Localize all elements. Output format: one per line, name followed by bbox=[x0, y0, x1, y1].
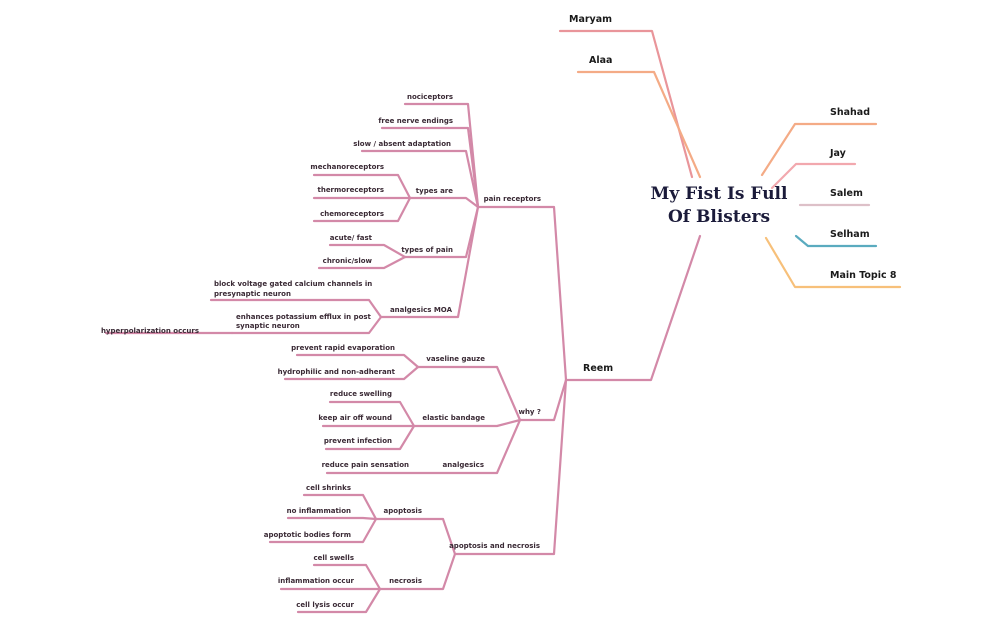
topic-apoptosis-and-necrosis[interactable]: apoptosis and necrosis bbox=[449, 542, 540, 550]
topic-potassium-efflux-line-2: synaptic neuron bbox=[236, 322, 300, 330]
main-topic-reem[interactable]: Reem bbox=[583, 363, 613, 374]
topic-pain-receptors[interactable]: pain receptors bbox=[484, 195, 541, 203]
connector-free-nerve-endings bbox=[380, 126, 480, 209]
connector-analgesics bbox=[325, 418, 522, 475]
connector-slow-adaptation bbox=[360, 149, 480, 209]
topic-analgesics-moa[interactable]: analgesics MOA bbox=[390, 306, 453, 314]
connector-analgesics-moa bbox=[379, 205, 480, 319]
connector-alaa bbox=[576, 70, 702, 179]
connector-apoptosis bbox=[374, 517, 457, 556]
topic-free-nerve-endings[interactable]: free nerve endings bbox=[378, 117, 453, 125]
topic-cell-lysis-occur[interactable]: cell lysis occur bbox=[296, 601, 354, 609]
topic-potassium-efflux-line-1: enhances potassium efflux in post bbox=[236, 313, 372, 321]
topic-potassium-efflux[interactable]: enhances potassium efflux in post synapt… bbox=[236, 313, 372, 330]
connector-vaseline-gauze bbox=[416, 365, 522, 422]
topic-prevent-rapid-evaporation[interactable]: prevent rapid evaporation bbox=[291, 344, 395, 352]
connector-acute-fast bbox=[328, 243, 407, 259]
topic-reduce-pain-sensation[interactable]: reduce pain sensation bbox=[322, 461, 409, 469]
main-topic-jay[interactable]: Jay bbox=[829, 148, 847, 159]
topic-chemoreceptors[interactable]: chemoreceptors bbox=[320, 210, 384, 218]
connector-lines bbox=[104, 29, 902, 614]
topic-no-inflammation[interactable]: no inflammation bbox=[287, 507, 351, 515]
topic-apoptotic-bodies-form[interactable]: apoptotic bodies form bbox=[264, 531, 351, 539]
topic-prevent-infection[interactable]: prevent infection bbox=[324, 437, 392, 445]
connector-potassium-efflux bbox=[230, 315, 383, 335]
connector-cell-shrinks bbox=[302, 493, 378, 521]
main-topic-selham[interactable]: Selham bbox=[830, 229, 870, 240]
connector-mechanoreceptors bbox=[312, 173, 412, 200]
connector-why bbox=[518, 378, 568, 422]
topic-hyperpolarization[interactable]: hyperpolarization occurs bbox=[101, 327, 199, 335]
topic-elastic-bandage[interactable]: elastic bandage bbox=[422, 414, 485, 422]
topic-reduce-swelling[interactable]: reduce swelling bbox=[330, 390, 392, 398]
topic-types-of-pain[interactable]: types of pain bbox=[401, 246, 453, 254]
connector-elastic-bandage bbox=[412, 418, 522, 428]
topic-necrosis[interactable]: necrosis bbox=[389, 577, 422, 585]
central-topic-line-1: My Fist Is Full bbox=[651, 184, 789, 204]
topic-analgesics[interactable]: analgesics bbox=[443, 461, 484, 469]
connector-shahad bbox=[760, 122, 878, 177]
connector-types-are bbox=[408, 196, 480, 209]
connector-chemoreceptors bbox=[312, 196, 412, 223]
connector-reduce-swelling bbox=[328, 400, 416, 428]
connector-cell-lysis bbox=[296, 587, 382, 614]
connector-reem bbox=[564, 234, 702, 382]
topic-acute-fast[interactable]: acute/ fast bbox=[330, 234, 373, 242]
connector-jay bbox=[770, 162, 857, 190]
topic-nociceptors[interactable]: nociceptors bbox=[407, 93, 453, 101]
topic-cell-swells[interactable]: cell swells bbox=[314, 554, 354, 562]
analgesics-moa-detail-labels: block voltage gated calcium channels in … bbox=[214, 280, 372, 330]
main-topic-main-topic-8[interactable]: Main Topic 8 bbox=[830, 270, 897, 281]
topic-cell-shrinks[interactable]: cell shrinks bbox=[306, 484, 351, 492]
connector-apoptotic-bodies bbox=[268, 517, 378, 544]
connector-hydrophilic bbox=[283, 365, 420, 381]
topic-apoptosis[interactable]: apoptosis bbox=[384, 507, 422, 515]
main-topic-labels: Maryam Alaa Shahad Jay Salem Selham Main… bbox=[569, 14, 897, 374]
topic-thermoreceptors[interactable]: thermoreceptors bbox=[317, 186, 384, 194]
central-topic[interactable]: My Fist Is Full Of Blisters bbox=[651, 184, 789, 227]
topic-slow-absent-adaptation[interactable]: slow / absent adaptation bbox=[353, 140, 451, 148]
connector-necrosis bbox=[378, 552, 457, 591]
topic-why[interactable]: why ? bbox=[518, 408, 541, 416]
connector-block-calcium bbox=[209, 298, 383, 319]
connector-selham bbox=[794, 234, 878, 248]
topic-block-calcium-line-1: block voltage gated calcium channels in bbox=[214, 280, 372, 288]
connector-apoptosis-necrosis bbox=[453, 378, 568, 556]
connector-cell-swells bbox=[312, 563, 382, 591]
connector-maryam bbox=[558, 29, 694, 179]
subtopic-labels: pain receptors nociceptors free nerve en… bbox=[101, 93, 541, 609]
topic-block-calcium-channels[interactable]: block voltage gated calcium channels in … bbox=[214, 280, 372, 298]
topic-hydrophilic[interactable]: hydrophilic and non-adherant bbox=[278, 368, 396, 376]
connector-prevent-infection bbox=[324, 424, 416, 451]
connector-prevent-evaporation bbox=[295, 353, 420, 369]
topic-vaseline-gauze[interactable]: vaseline gauze bbox=[426, 355, 485, 363]
topic-keep-air-off-wound[interactable]: keep air off wound bbox=[318, 414, 392, 422]
connector-main-topic-8 bbox=[764, 236, 902, 289]
topic-types-are[interactable]: types are bbox=[416, 187, 453, 195]
connector-chronic-slow bbox=[317, 255, 407, 270]
topic-mechanoreceptors[interactable]: mechanoreceptors bbox=[310, 163, 384, 171]
connector-no-inflammation bbox=[286, 516, 378, 521]
topic-block-calcium-line-2: presynaptic neuron bbox=[214, 290, 291, 298]
topic-inflammation-occur[interactable]: inflammation occur bbox=[278, 577, 355, 585]
main-topic-shahad[interactable]: Shahad bbox=[830, 107, 870, 118]
central-topic-line-2: Of Blisters bbox=[668, 207, 770, 227]
main-topic-salem[interactable]: Salem bbox=[830, 188, 863, 199]
connector-pain-receptors bbox=[476, 205, 568, 382]
topic-chronic-slow[interactable]: chronic/slow bbox=[323, 257, 373, 265]
main-topic-maryam[interactable]: Maryam bbox=[569, 14, 612, 25]
main-topic-alaa[interactable]: Alaa bbox=[589, 55, 612, 66]
